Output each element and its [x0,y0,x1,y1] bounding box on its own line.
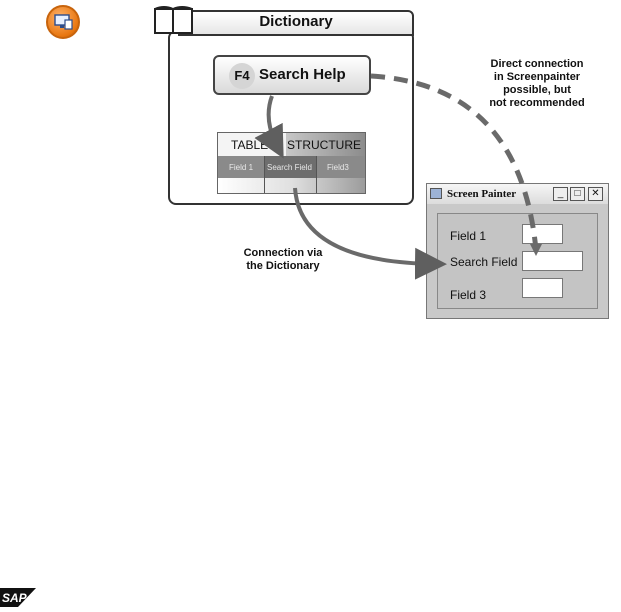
f4-key-badge: F4 [229,63,255,89]
direct-note-line2: in Screenpainter [493,71,581,83]
course-icon [46,5,80,39]
direct-connection-note: Direct connection in Screenpainter possi… [462,58,612,110]
search-field-label: Search Field [450,255,518,269]
arrow-direct-connection [370,73,539,251]
field3-label: Field 3 [450,288,487,302]
dictionary-connection-note: Connection via the Dictionary [228,247,338,273]
table-search-field-cell [264,156,316,178]
via-note-line2: the Dictionary [246,260,320,272]
table-cell-field3: Field3 [327,163,349,172]
screen-painter-title: Screen Painter [447,188,517,200]
table-divider [316,156,317,193]
dictionary-tab [178,10,414,36]
direct-note-line3: possible, but [503,84,571,96]
table-empty-row [218,178,365,193]
book-icon [154,6,193,34]
direct-note-line1: Direct connection [490,58,584,70]
close-button[interactable]: ✕ [588,187,603,201]
monitor-icon [54,14,73,30]
minimize-button[interactable]: _ [553,187,568,201]
search-help-label: Search Help [259,66,346,83]
arrow-searchhelp-to-table [254,95,284,159]
sap-logo-text: SAP [2,591,28,605]
sap-logo: SAP [0,588,36,607]
direct-note-line4: not recommended [489,97,585,109]
table-cell-field1: Field 1 [229,163,254,172]
table-header-structure: STRUCTURE [287,138,361,152]
window-app-icon [430,188,442,199]
field1-label: Field 1 [450,229,487,243]
via-note-line1: Connection via [243,247,323,259]
table-divider [264,156,265,193]
table-header-right-bg [286,133,365,156]
field3-input[interactable] [522,278,563,298]
restore-button[interactable]: □ [570,187,585,201]
table-cell-search-field: Search Field [267,163,312,172]
search-field-input[interactable] [522,251,583,271]
table-structure-block [217,132,366,194]
arrow-dictionary-connection [293,187,447,280]
sap-logo-shape: SAP [0,588,36,607]
dictionary-title: Dictionary [259,13,333,30]
